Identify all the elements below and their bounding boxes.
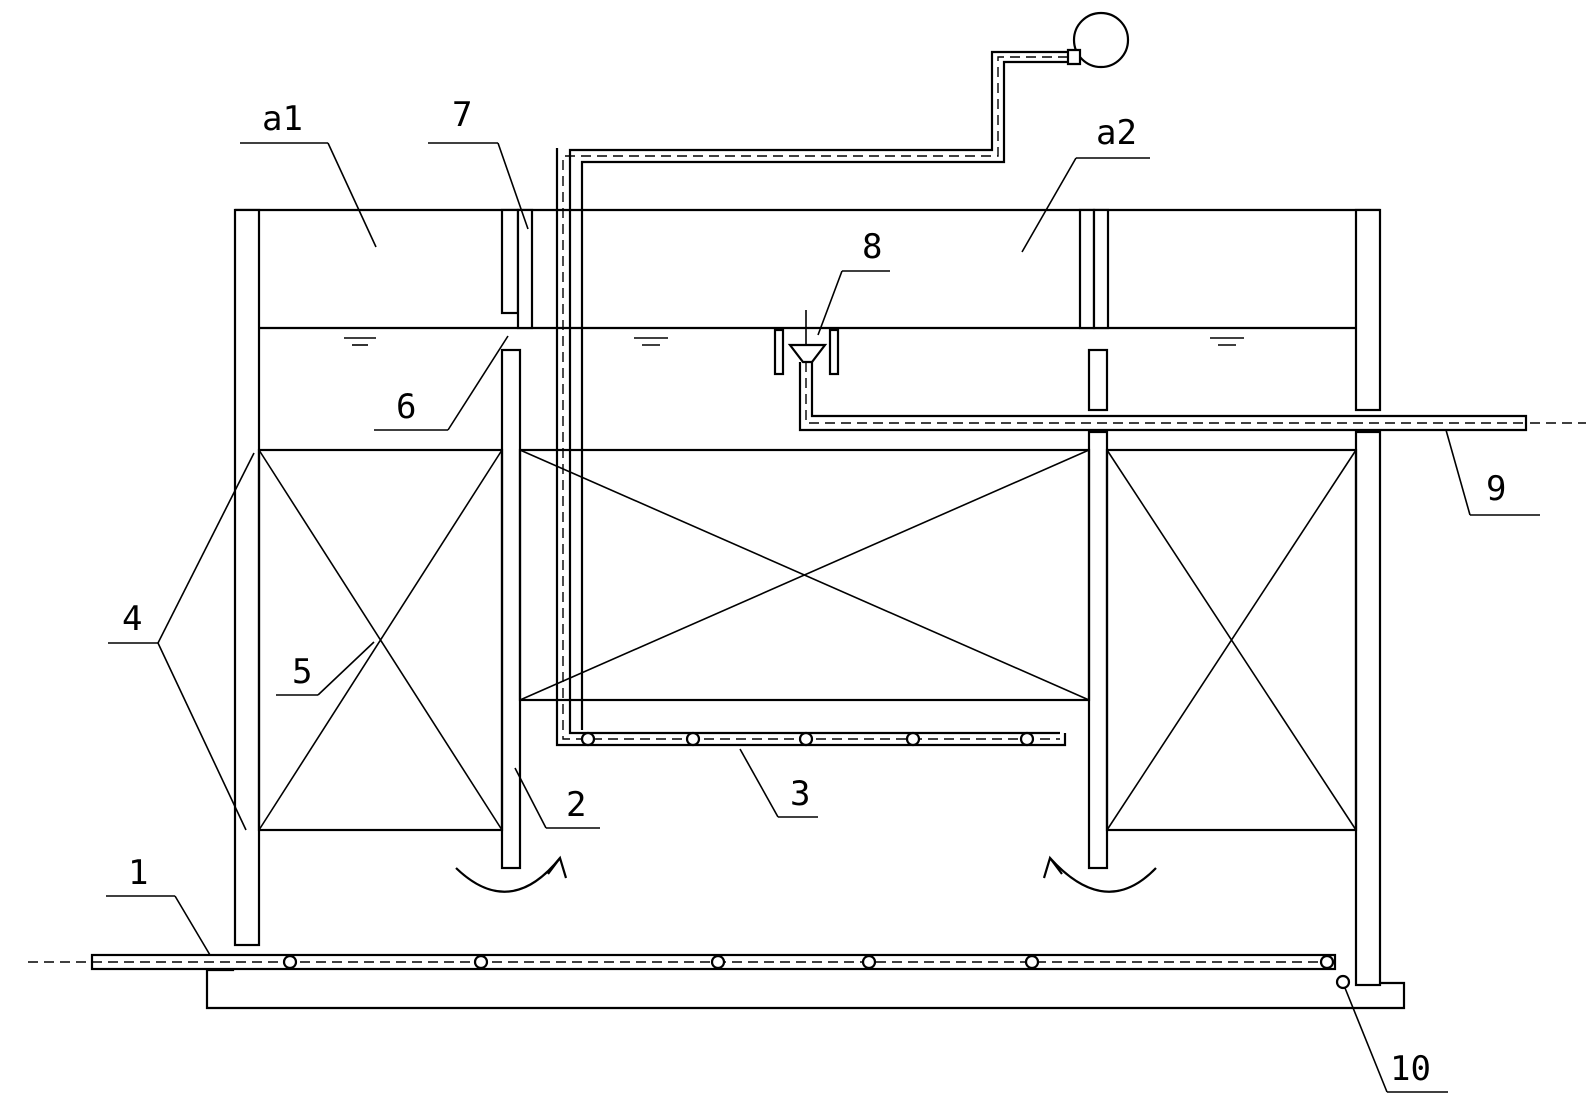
label-6: 6	[396, 387, 416, 427]
label-8: 8	[862, 227, 882, 267]
label-10: 10	[1390, 1049, 1431, 1089]
label-2: 2	[566, 785, 586, 825]
label-3: 3	[790, 774, 810, 814]
outlet-pipe	[798, 362, 1586, 432]
label-a1: a1	[262, 99, 303, 139]
right-outer-wall	[1354, 208, 1382, 987]
packing-zone-right	[1105, 448, 1358, 832]
air-pipe	[555, 50, 1068, 747]
baffle-7-right	[1078, 208, 1110, 412]
left-outer-wall	[233, 208, 261, 947]
baffle-7-left	[500, 208, 534, 330]
partition-wall-left	[500, 348, 522, 870]
packing-zone-left	[257, 448, 504, 832]
label-4: 4	[122, 599, 142, 639]
label-7: 7	[452, 95, 472, 135]
label-5: 5	[292, 652, 312, 692]
aeration-pipe	[580, 731, 1035, 747]
blower-icon	[1066, 11, 1130, 69]
label-1: 1	[128, 853, 148, 893]
inlet-pipe	[28, 953, 1337, 971]
partition-wall-right	[1087, 430, 1109, 870]
label-9: 9	[1486, 469, 1506, 509]
flow-arrow-icon	[455, 855, 1157, 893]
packing-zone-middle	[518, 448, 1091, 702]
leader-lines	[106, 142, 1540, 1093]
drain-valve-10	[1335, 974, 1351, 990]
water-level-icon	[344, 337, 1244, 346]
label-a2: a2	[1096, 113, 1137, 153]
